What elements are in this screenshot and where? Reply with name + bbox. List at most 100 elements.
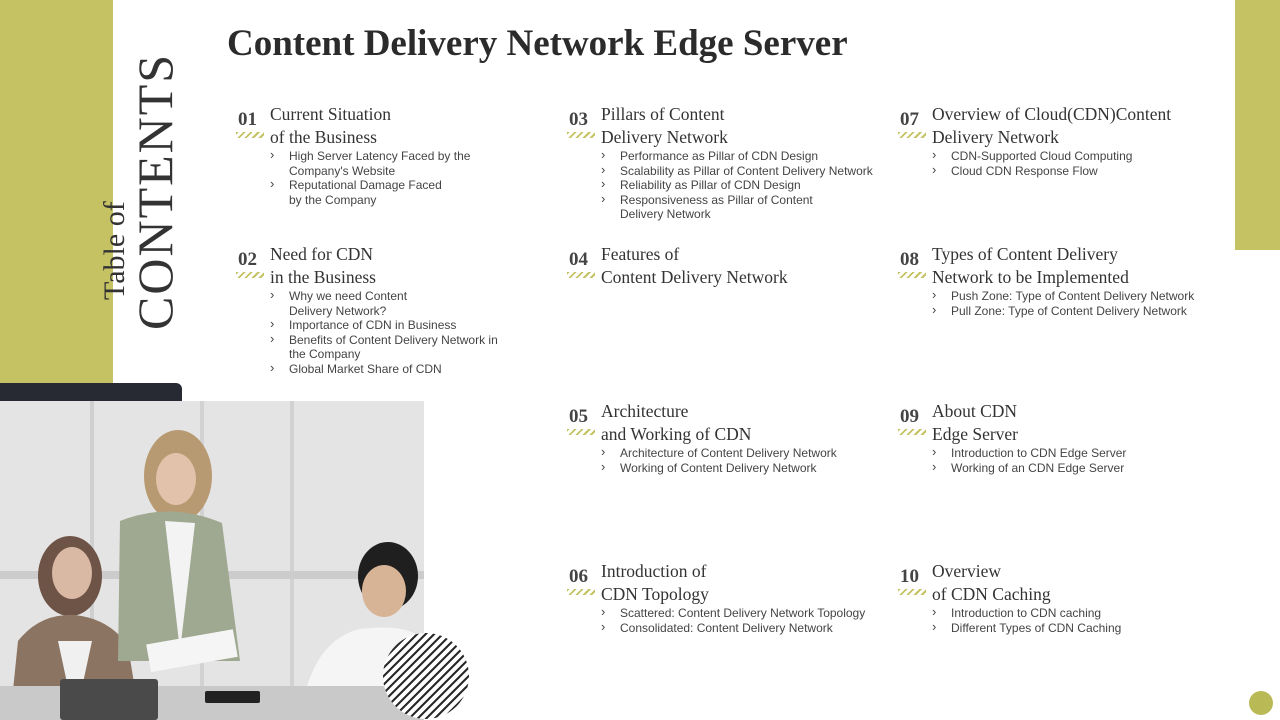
subtopic-item: Scalability as Pillar of Content Deliver… [601, 163, 873, 179]
subtopic-item: Responsiveness as Pillar of ContentDeliv… [601, 192, 873, 222]
subtopic-item: Different Types of CDN Caching [932, 620, 1122, 636]
subtopic-text: Performance as Pillar of CDN Design [620, 149, 819, 163]
subtopic-item: High Server Latency Faced by theCompany'… [270, 148, 471, 178]
right-accent-band [1235, 0, 1280, 250]
heading-line: Features of [601, 244, 680, 264]
subtopic-text: Scattered: Content Delivery Network Topo… [620, 606, 866, 620]
subtopic-list: Scattered: Content Delivery Network Topo… [601, 605, 866, 635]
page-title: Content Delivery Network Edge Server [227, 23, 848, 64]
hatch-marker [567, 272, 595, 278]
photo-illustration [0, 401, 424, 720]
subtopic-item: Working of Content Delivery Network [601, 460, 837, 476]
table-of-contents-label: Table of CONTENTS [0, 0, 183, 383]
subtopic-text: Importance of CDN in Business [289, 318, 457, 332]
subtopic-text: Company's Website [289, 163, 396, 178]
subtopic-list: Introduction to CDN Edge ServerWorking o… [932, 445, 1127, 476]
heading-line: in the Business [270, 267, 376, 287]
subtopic-text: Scalability as Pillar of Content Deliver… [620, 163, 873, 178]
toc-item-number: 02 [238, 249, 257, 270]
heading-line: Need for CDN [270, 244, 374, 264]
subtopic-item: Pull Zone: Type of Content Delivery Netw… [932, 303, 1194, 319]
hatch-marker [898, 132, 926, 138]
subtopic-text: Working of Content Delivery Network [620, 460, 817, 475]
subtopic-item: Cloud CDN Response Flow [932, 163, 1132, 179]
subtopic-text: Reputational Damage Faced [289, 178, 442, 192]
subtopic-text: Architecture of Content Delivery Network [620, 446, 837, 460]
hatch-marker [898, 272, 926, 278]
subtopic-item: Introduction to CDN Edge Server [932, 445, 1127, 461]
subtopic-text: Different Types of CDN Caching [951, 620, 1122, 635]
toc-item-heading: Overview of CDN Caching [932, 560, 1051, 606]
heading-line: Delivery Network [601, 127, 728, 147]
subtopic-text: Benefits of Content Delivery Network in [289, 332, 498, 347]
subtopic-list: Introduction to CDN cachingDifferent Typ… [932, 605, 1122, 636]
hatch-marker [236, 272, 264, 278]
hatch-marker [567, 429, 595, 435]
subtopic-text: Global Market Share of CDN [289, 361, 442, 376]
heading-line: CDN Topology [601, 584, 709, 604]
heading-line: Introduction of [601, 561, 707, 581]
subtopic-list: Push Zone: Type of Content Delivery Netw… [932, 288, 1195, 319]
hatch-marker [567, 589, 595, 595]
toc-item-number: 06 [569, 566, 588, 587]
left-accent-band [0, 0, 113, 383]
heading-line: Current Situation [270, 104, 392, 124]
hatch-marker [567, 132, 595, 138]
subtopic-item: Benefits of Content Delivery Network int… [270, 332, 498, 362]
toc-item-number: 04 [569, 249, 588, 270]
heading-line: Architecture [601, 401, 689, 421]
subtopic-text: Introduction to CDN caching [951, 606, 1102, 620]
subtopic-list: CDN-Supported Cloud ComputingCloud CDN R… [932, 148, 1132, 179]
subtopic-text: Push Zone: Type of Content Delivery Netw… [951, 289, 1195, 303]
hatch-marker [898, 429, 926, 435]
subtopic-text: Delivery Network? [289, 303, 387, 318]
subtopic-text: Why we need Content [289, 289, 408, 303]
heading-line: About CDN [932, 401, 1018, 421]
subtopic-item: Push Zone: Type of Content Delivery Netw… [932, 288, 1195, 304]
subtopic-item: Performance as Pillar of CDN Design [601, 148, 873, 164]
subtopic-item: Working of an CDN Edge Server [932, 460, 1126, 476]
subtopic-text: Working of an CDN Edge Server [951, 460, 1125, 475]
subtopic-list: High Server Latency Faced by theCompany'… [270, 148, 471, 207]
toc-item-number: 10 [900, 566, 919, 587]
toc-item-heading: Features of Content Delivery Network [601, 243, 788, 289]
toc-item-heading: Current Situation of the Business [270, 103, 391, 149]
toc-item-number: 07 [900, 109, 919, 130]
heading-line: of CDN Caching [932, 584, 1051, 604]
heading-line: Edge Server [932, 424, 1019, 444]
subtopic-text: Cloud CDN Response Flow [951, 163, 1098, 178]
subtopic-list: Performance as Pillar of CDN DesignScala… [601, 148, 873, 222]
heading-line: of the Business [270, 127, 377, 147]
subtopic-item: Global Market Share of CDN [270, 361, 498, 377]
accent-dot [1249, 691, 1273, 715]
striped-decorative-circle [383, 633, 469, 719]
heading-line: Overview of Cloud(CDN)Content [932, 104, 1172, 124]
heading-line: Content Delivery Network [601, 267, 788, 287]
toc-item-heading: Need for CDN in the Business [270, 243, 376, 289]
toc-item-number: 03 [569, 109, 588, 130]
hatch-marker [236, 132, 264, 138]
toc-label-big: CONTENTS [127, 52, 183, 330]
hatch-marker [898, 589, 926, 595]
subtopic-text: Delivery Network [620, 207, 711, 221]
toc-item-heading: Introduction of CDN Topology [601, 560, 709, 606]
subtopic-text: Consolidated: Content Delivery Network [620, 620, 833, 635]
toc-label-small: Table of [98, 201, 131, 300]
heading-line: Network to be Implemented [932, 267, 1129, 287]
subtopic-item: Importance of CDN in Business [270, 317, 498, 333]
subtopic-text: Responsiveness as Pillar of Content [620, 192, 813, 207]
subtopic-item: Architecture of Content Delivery Network [601, 445, 837, 461]
subtopic-text: by the Company [289, 192, 377, 207]
subtopic-text: High Server Latency Faced by the [289, 149, 471, 163]
subtopic-item: Scattered: Content Delivery Network Topo… [601, 605, 866, 621]
heading-line: Pillars of Content [601, 104, 725, 124]
heading-line: Overview [932, 561, 1002, 581]
toc-item-number: 09 [900, 406, 919, 427]
subtopic-text: Introduction to CDN Edge Server [951, 446, 1127, 460]
heading-line: Types of Content Delivery [932, 244, 1118, 264]
